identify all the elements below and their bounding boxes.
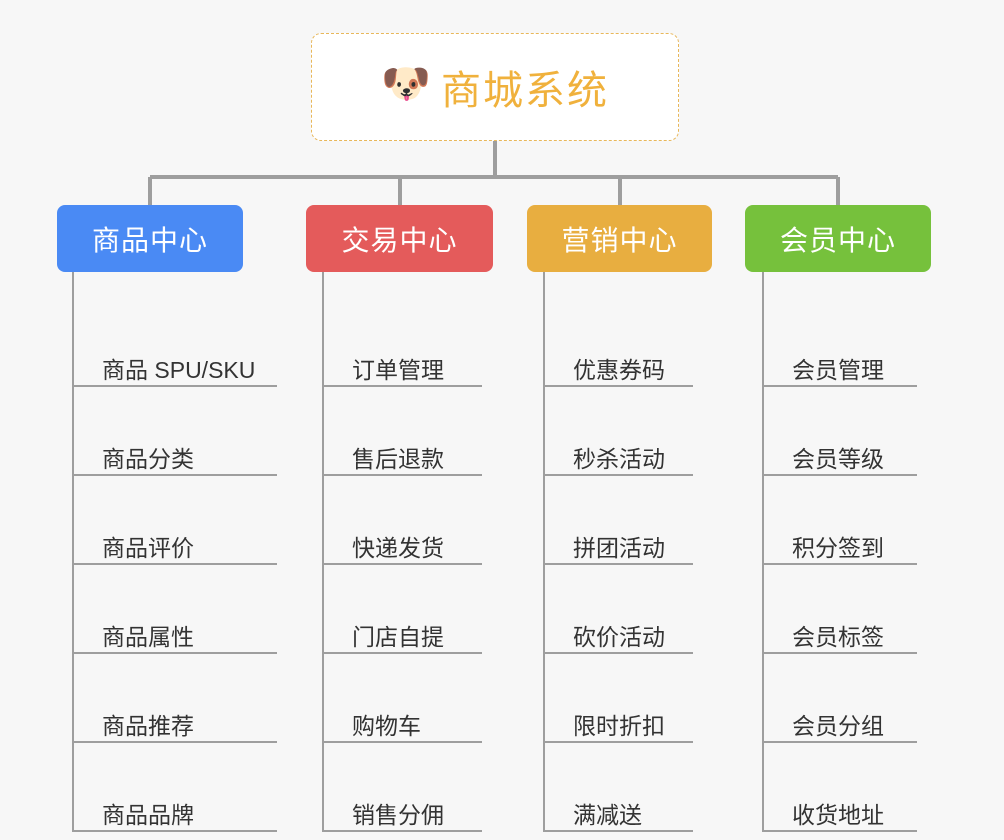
leaf-item-label: 积分签到 <box>792 534 884 561</box>
leaf-item-label: 会员分组 <box>792 712 884 739</box>
branch-trunk-line <box>72 272 74 832</box>
leaf-item-label: 收货地址 <box>792 801 884 828</box>
leaf-item-label: 门店自提 <box>352 623 444 650</box>
leaf-item-label: 快递发货 <box>352 534 444 561</box>
leaf-item[interactable]: 会员等级 <box>762 436 917 476</box>
leaf-item[interactable]: 拼团活动 <box>543 525 693 565</box>
leaf-item[interactable]: 商品品牌 <box>72 792 277 832</box>
leaf-item-label: 商品分类 <box>102 445 194 472</box>
leaf-item-label: 优惠券码 <box>573 356 665 383</box>
leaf-item[interactable]: 购物车 <box>322 703 482 743</box>
leaf-item[interactable]: 满减送 <box>543 792 693 832</box>
leaf-item[interactable]: 会员标签 <box>762 614 917 654</box>
leaf-item[interactable]: 订单管理 <box>322 347 482 387</box>
leaf-item-label: 售后退款 <box>352 445 444 472</box>
leaf-item[interactable]: 商品分类 <box>72 436 277 476</box>
leaf-item-label: 会员管理 <box>792 356 884 383</box>
leaf-item-label: 商品属性 <box>102 623 194 650</box>
leaf-item-label: 会员标签 <box>792 623 884 650</box>
root-node[interactable]: 🐶 商城系统 <box>311 33 679 141</box>
category-node-4[interactable]: 会员中心 <box>745 205 931 272</box>
leaf-item[interactable]: 积分签到 <box>762 525 917 565</box>
leaf-item[interactable]: 会员分组 <box>762 703 917 743</box>
leaf-item-label: 销售分佣 <box>352 801 444 828</box>
category-label: 会员中心 <box>779 224 896 256</box>
leaf-item-label: 订单管理 <box>352 356 444 383</box>
leaf-item-label: 商品品牌 <box>102 801 194 828</box>
leaf-item[interactable]: 优惠券码 <box>543 347 693 387</box>
leaf-item[interactable]: 商品属性 <box>72 614 277 654</box>
leaf-item-label: 满减送 <box>573 801 642 828</box>
leaf-item-label: 会员等级 <box>792 445 884 472</box>
category-label: 营销中心 <box>561 224 678 256</box>
leaf-item[interactable]: 商品 SPU/SKU <box>72 347 277 387</box>
root-title: 商城系统 <box>441 69 609 113</box>
category-node-2[interactable]: 交易中心 <box>306 205 493 272</box>
leaf-item-label: 购物车 <box>352 712 421 739</box>
leaf-item-label: 秒杀活动 <box>573 445 665 472</box>
leaf-item[interactable]: 销售分佣 <box>322 792 482 832</box>
branch-trunk-line <box>543 272 545 832</box>
shiba-dog-face-icon: 🐶 <box>381 62 431 106</box>
leaf-item[interactable]: 秒杀活动 <box>543 436 693 476</box>
leaf-item-label: 商品推荐 <box>102 712 194 739</box>
leaf-item-label: 商品 SPU/SKU <box>102 356 256 383</box>
leaf-item[interactable]: 限时折扣 <box>543 703 693 743</box>
leaf-item-label: 限时折扣 <box>573 712 665 739</box>
leaf-item[interactable]: 商品推荐 <box>72 703 277 743</box>
category-node-3[interactable]: 营销中心 <box>527 205 712 272</box>
leaf-item[interactable]: 快递发货 <box>322 525 482 565</box>
category-label: 交易中心 <box>341 224 458 256</box>
leaf-item-label: 砍价活动 <box>573 623 665 650</box>
leaf-item[interactable]: 收货地址 <box>762 792 917 832</box>
leaf-item[interactable]: 商品评价 <box>72 525 277 565</box>
category-label: 商品中心 <box>91 224 208 256</box>
leaf-item[interactable]: 砍价活动 <box>543 614 693 654</box>
leaf-item[interactable]: 会员管理 <box>762 347 917 387</box>
category-node-1[interactable]: 商品中心 <box>57 205 243 272</box>
leaf-item-label: 商品评价 <box>102 534 194 561</box>
leaf-item[interactable]: 门店自提 <box>322 614 482 654</box>
branch-trunk-line <box>762 272 764 832</box>
leaf-item[interactable]: 售后退款 <box>322 436 482 476</box>
branch-trunk-line <box>322 272 324 832</box>
leaf-item-label: 拼团活动 <box>573 534 665 561</box>
